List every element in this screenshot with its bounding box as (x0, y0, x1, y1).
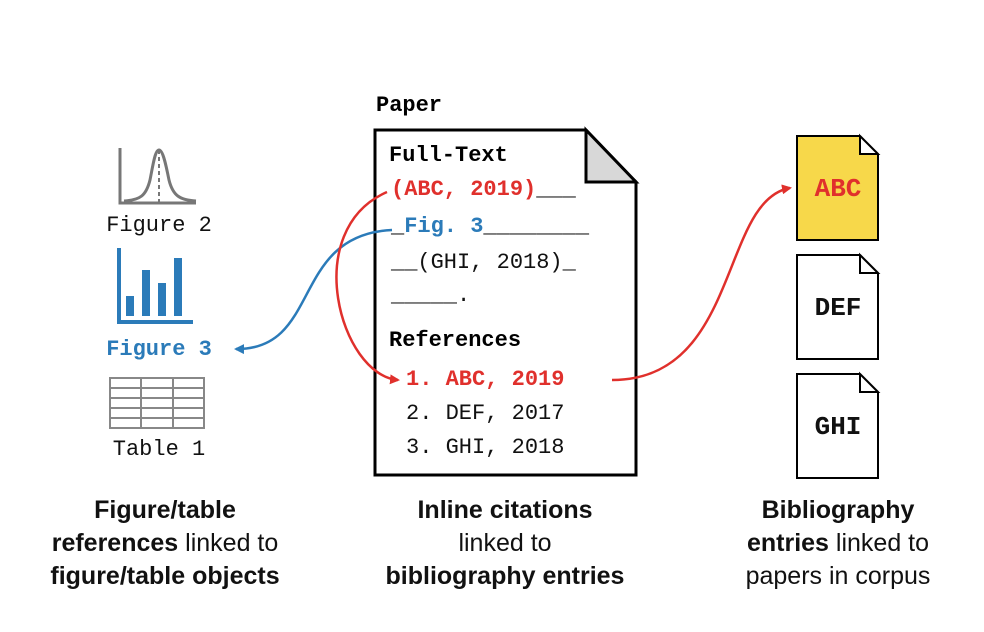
caption-text: linked to (178, 529, 279, 557)
table-1-label: Table 1 (112, 437, 206, 462)
arrow-reference-to-corpus (611, 184, 792, 382)
line-filler: ___ (536, 177, 576, 202)
references-title: References (389, 328, 522, 353)
corpus-paper-abc-icon (796, 133, 881, 241)
bar-chart-icon (117, 248, 193, 324)
caption-text: papers in corpus (745, 562, 931, 590)
corpus-paper-abc-label: ABC (814, 174, 862, 204)
caption-text: linked to (828, 529, 930, 557)
caption-left: Figure/table references linked to figure… (20, 494, 310, 593)
arrow-fig-to-figure3 (234, 228, 393, 355)
caption-text: Bibliography (761, 496, 915, 524)
caption-middle: Inline citations linked to bibliography … (355, 494, 655, 593)
table-grid-icon (109, 377, 205, 429)
paper-document-icon (373, 126, 640, 477)
caption-text: Figure/table (94, 496, 236, 524)
corpus-paper-ghi-icon (796, 371, 881, 479)
fulltext-line-1: (ABC, 2019)___ (391, 177, 576, 202)
figure-2-label: Figure 2 (106, 213, 212, 238)
corpus-paper-def-icon (796, 252, 881, 360)
bell-curve-icon (118, 148, 197, 205)
fulltext-title: Full-Text (389, 143, 508, 168)
reference-item-2: 2. DEF, 2017 (406, 401, 565, 426)
corpus-paper-def-label: DEF (814, 293, 862, 323)
figure-3-label: Figure 3 (106, 337, 212, 362)
caption-text: Inline citations (417, 496, 593, 524)
inline-citation-abc: (ABC, 2019) (391, 177, 537, 202)
reference-item-3: 3. GHI, 2018 (406, 435, 565, 460)
arrow-citation-to-reference (335, 190, 400, 385)
caption-right: Bibliography entries linked to papers in… (700, 494, 976, 593)
fulltext-line-2: _Fig. 3________ (391, 214, 589, 239)
caption-text: bibliography entries (385, 562, 625, 590)
fulltext-line-3: __(GHI, 2018)_ (391, 250, 576, 275)
fulltext-line-4: _____. (391, 283, 471, 308)
corpus-paper-ghi-label: GHI (814, 412, 862, 442)
inline-figure-reference: Fig. 3 (404, 214, 484, 239)
reference-item-1: 1. ABC, 2019 (406, 367, 565, 392)
caption-text: linked to (458, 529, 552, 557)
line-filler: ________ (483, 214, 590, 239)
caption-text: references (51, 529, 179, 557)
line-filler: _ (391, 214, 405, 239)
caption-text: entries (746, 529, 829, 557)
paper-label: Paper (376, 93, 443, 118)
caption-text: figure/table objects (50, 562, 280, 590)
